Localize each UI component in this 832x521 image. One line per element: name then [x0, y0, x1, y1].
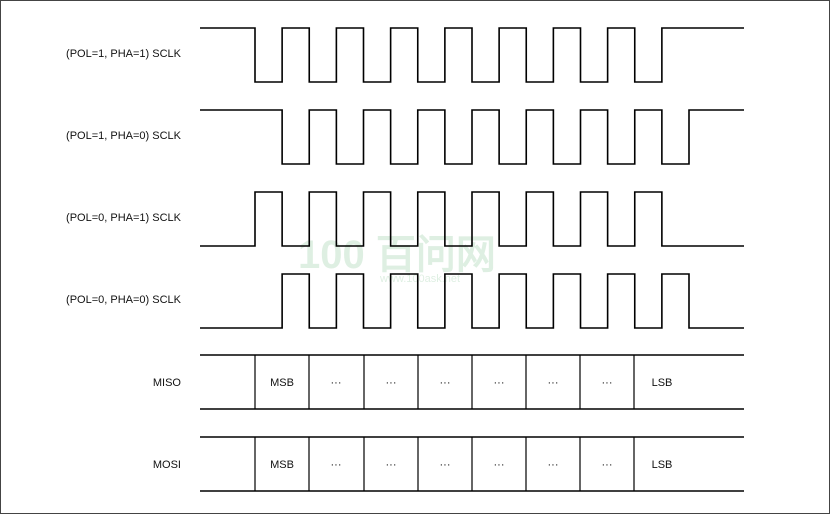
mosi-cell-ellipsis: ···	[440, 459, 451, 471]
data-line-miso: MSB ··· ··· ··· ··· ··· ··· LSB	[200, 354, 744, 410]
data-line-label-mosi: MOSI	[153, 459, 181, 471]
watermark-subtext: www.100ask.net	[379, 273, 460, 285]
miso-cell-ellipsis: ···	[440, 377, 451, 389]
signal-label-pol0-pha0: (POL=0, PHA=0) SCLK	[66, 294, 182, 306]
mosi-cell-ellipsis: ···	[494, 459, 505, 471]
mosi-cell-ellipsis: ···	[331, 459, 342, 471]
miso-cell-ellipsis: ···	[548, 377, 559, 389]
mosi-cell-lsb: LSB	[652, 459, 673, 471]
signal-label-pol1-pha1: (POL=1, PHA=1) SCLK	[66, 48, 182, 60]
mosi-cell-msb: MSB	[270, 459, 294, 471]
mosi-cell-ellipsis: ···	[386, 459, 397, 471]
sclk-waveform-pol1-pha1	[200, 27, 744, 83]
signal-label-pol1-pha0: (POL=1, PHA=0) SCLK	[66, 130, 182, 142]
mosi-cell-ellipsis: ···	[602, 459, 613, 471]
sclk-waveform-pol0-pha0	[200, 273, 744, 329]
data-line-label-miso: MISO	[153, 377, 182, 389]
watermark-text: 100 百问网	[298, 233, 496, 277]
miso-cell-lsb: LSB	[652, 377, 673, 389]
mosi-cell-ellipsis: ···	[548, 459, 559, 471]
watermark: 100 百问网 www.100ask.net	[298, 233, 496, 285]
data-line-mosi: MSB ··· ··· ··· ··· ··· ··· LSB	[200, 436, 744, 492]
signal-label-pol0-pha1: (POL=0, PHA=1) SCLK	[66, 212, 182, 224]
miso-cell-ellipsis: ···	[602, 377, 613, 389]
sclk-waveform-pol0-pha1	[200, 191, 744, 247]
miso-cell-ellipsis: ···	[386, 377, 397, 389]
miso-cell-ellipsis: ···	[494, 377, 505, 389]
sclk-waveform-pol1-pha0	[200, 109, 744, 165]
miso-cell-msb: MSB	[270, 377, 294, 389]
miso-cell-ellipsis: ···	[331, 377, 342, 389]
